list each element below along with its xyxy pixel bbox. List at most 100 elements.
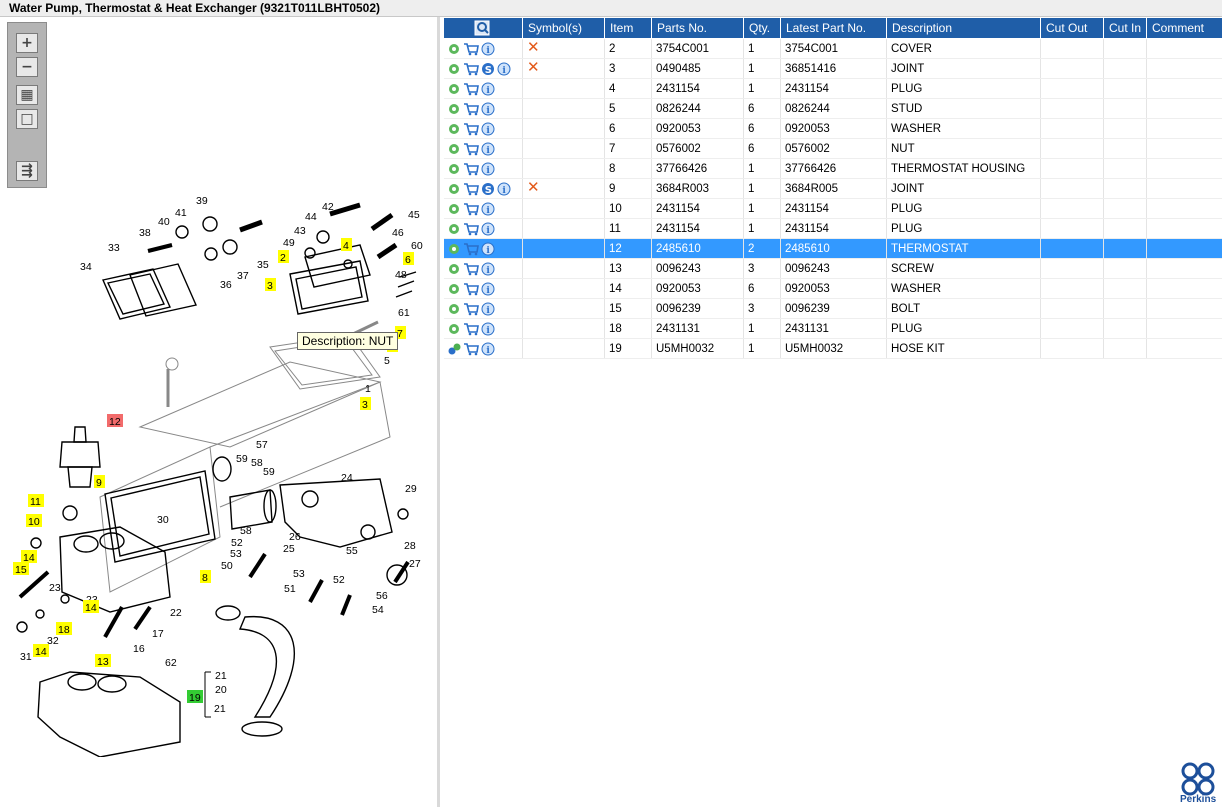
gear-icon[interactable]	[447, 62, 461, 76]
zoom-out-icon[interactable]: −	[16, 57, 38, 77]
info-icon[interactable]: i	[481, 322, 495, 336]
cart-icon[interactable]	[463, 182, 479, 196]
kit-gear-icon[interactable]	[447, 342, 461, 356]
column-header-description[interactable]: Description	[886, 17, 1041, 39]
info-icon[interactable]: i	[481, 242, 495, 256]
row-actions[interactable]: i	[443, 98, 523, 119]
info-icon[interactable]: i	[481, 262, 495, 276]
info-icon[interactable]: i	[481, 282, 495, 296]
gear-icon[interactable]	[447, 182, 461, 196]
row-actions[interactable]: i	[443, 318, 523, 339]
info-icon[interactable]: i	[481, 302, 495, 316]
gear-icon[interactable]	[447, 82, 461, 96]
cart-icon[interactable]	[463, 42, 479, 56]
gear-icon[interactable]	[447, 42, 461, 56]
cart-icon[interactable]	[463, 242, 479, 256]
cart-icon[interactable]	[463, 322, 479, 336]
supersession-icon[interactable]: S	[481, 62, 495, 76]
row-actions[interactable]: i	[443, 238, 523, 259]
row-actions[interactable]: i	[443, 138, 523, 159]
row-actions[interactable]: i	[443, 278, 523, 299]
gear-icon[interactable]	[447, 102, 461, 116]
info-icon[interactable]: i	[497, 62, 511, 76]
cart-icon[interactable]	[463, 342, 479, 356]
gear-icon[interactable]	[447, 202, 461, 216]
info-icon[interactable]: i	[481, 202, 495, 216]
select-parts-icon[interactable]	[474, 20, 490, 36]
gear-icon[interactable]	[447, 142, 461, 156]
info-icon[interactable]: i	[481, 142, 495, 156]
row-actions[interactable]: i	[443, 298, 523, 319]
row-actions[interactable]: i	[443, 218, 523, 239]
supersession-icon[interactable]: S	[481, 182, 495, 196]
column-header-comment[interactable]: Comment	[1146, 17, 1222, 39]
gear-icon[interactable]	[447, 162, 461, 176]
info-icon[interactable]: i	[481, 102, 495, 116]
row-actions[interactable]: i	[443, 118, 523, 139]
cart-icon[interactable]	[463, 142, 479, 156]
column-header-cut-in[interactable]: Cut In	[1103, 17, 1147, 39]
cart-icon[interactable]	[463, 282, 479, 296]
cart-icon[interactable]	[463, 262, 479, 276]
gear-icon[interactable]	[447, 302, 461, 316]
gear-icon[interactable]	[447, 242, 461, 256]
cart-icon[interactable]	[463, 102, 479, 116]
info-icon[interactable]: i	[481, 82, 495, 96]
cart-icon[interactable]	[463, 162, 479, 176]
column-header-cut-out[interactable]: Cut Out	[1040, 17, 1104, 39]
cart-icon[interactable]	[463, 202, 479, 216]
diagram-pane[interactable]: + − ▦ □ ⇶	[0, 17, 440, 807]
layout-toggle-icon[interactable]: ⇶	[16, 161, 38, 181]
column-header-symbols[interactable]: Symbol(s)	[522, 17, 605, 39]
row-actions[interactable]: i	[443, 198, 523, 219]
column-header-parts-no[interactable]: Parts No.	[651, 17, 744, 39]
column-header-latest-part-no[interactable]: Latest Part No.	[780, 17, 887, 39]
info-icon[interactable]: i	[481, 42, 495, 56]
row-actions[interactable]: i	[443, 158, 523, 179]
fit-page-icon[interactable]: ▦	[16, 85, 38, 105]
actual-size-icon[interactable]: □	[16, 109, 38, 129]
cart-icon[interactable]	[463, 222, 479, 236]
row-actions[interactable]: i	[443, 38, 523, 59]
info-icon[interactable]: i	[481, 122, 495, 136]
gear-icon[interactable]	[447, 122, 461, 136]
info-icon[interactable]: i	[481, 222, 495, 236]
row-actions[interactable]: i	[443, 338, 523, 359]
column-header-qty[interactable]: Qty.	[743, 17, 781, 39]
gear-icon[interactable]	[447, 282, 461, 296]
cart-icon[interactable]	[463, 122, 479, 136]
info-icon[interactable]: i	[481, 342, 495, 356]
gear-icon[interactable]	[447, 262, 461, 276]
cart-icon[interactable]	[463, 62, 479, 76]
gear-icon[interactable]	[447, 322, 461, 336]
zoom-in-icon[interactable]: +	[16, 33, 38, 53]
row-actions[interactable]: i	[443, 258, 523, 279]
row-actions[interactable]: i	[443, 78, 523, 99]
gear-icon[interactable]	[447, 222, 461, 236]
info-icon[interactable]: i	[497, 182, 511, 196]
info-icon[interactable]: i	[481, 162, 495, 176]
cart-icon[interactable]	[463, 302, 479, 316]
column-header-actions[interactable]	[443, 17, 523, 39]
column-header-item[interactable]: Item	[604, 17, 652, 39]
cart-icon[interactable]	[463, 82, 479, 96]
